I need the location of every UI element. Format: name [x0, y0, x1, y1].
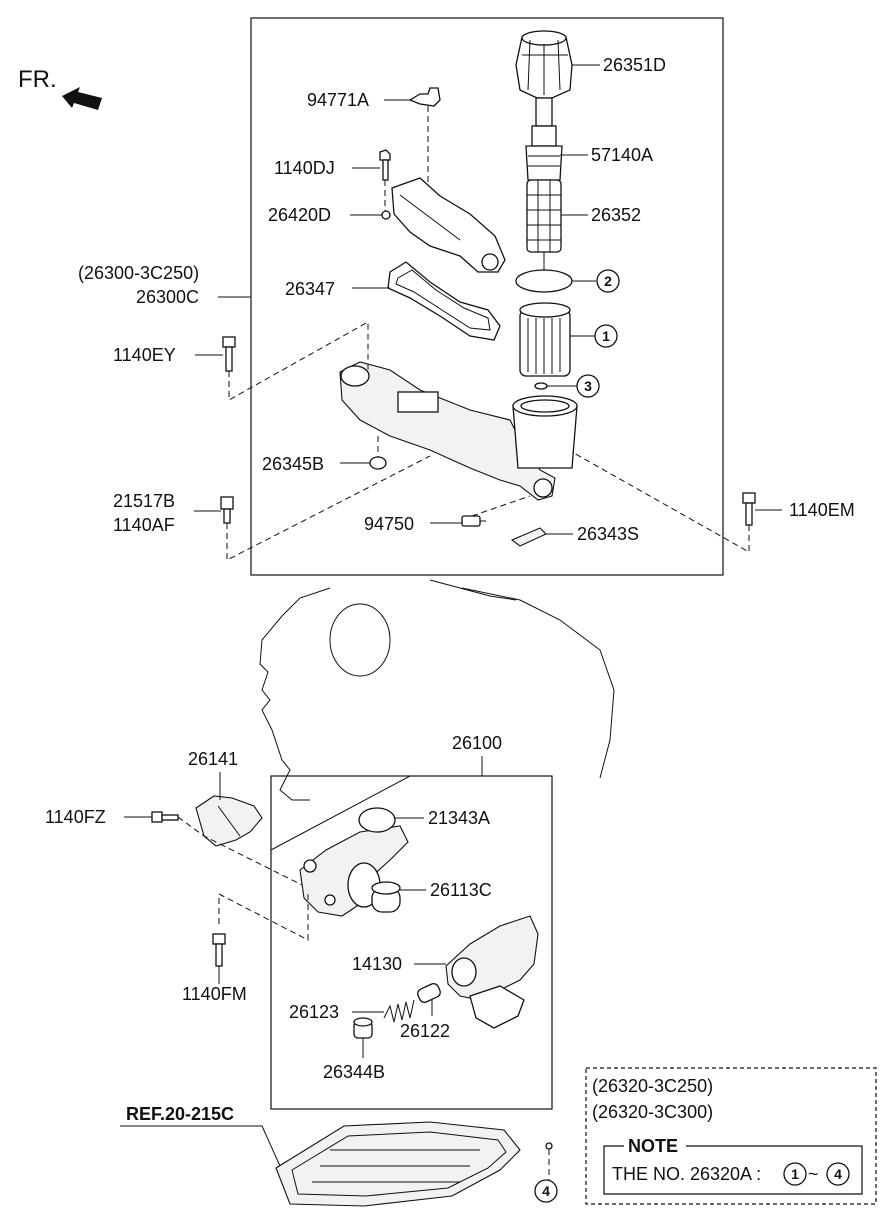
- ring-26113c: [371, 881, 401, 913]
- o-ring-2: [515, 269, 573, 293]
- oil-pan: [275, 1121, 521, 1207]
- label-26347: 26347: [285, 279, 335, 299]
- cover-gasket: [387, 261, 501, 341]
- note-range-end-icon: [826, 1162, 850, 1186]
- engine-block-outline: [259, 579, 615, 801]
- callout-1: 1: [602, 328, 610, 344]
- label-26344B: 26344B: [323, 1062, 385, 1082]
- oil-pressure-sensor: [461, 515, 486, 527]
- label-1140EY: 1140EY: [113, 345, 176, 365]
- front-direction-label: FR.: [18, 66, 57, 93]
- label-57140A: 57140A: [591, 145, 653, 165]
- label-26123: 26123: [289, 1002, 339, 1022]
- oil-strainer-housing: [445, 915, 539, 1029]
- drain-washer: [545, 1142, 553, 1150]
- note-ref-1: (26320-3C250): [592, 1076, 713, 1096]
- reference-label: REF.20-215C: [126, 1104, 234, 1124]
- label-26352: 26352: [591, 205, 641, 225]
- note-range-start: 1: [791, 1166, 799, 1182]
- label-14130: 14130: [352, 954, 402, 974]
- label-1140FZ: 1140FZ: [45, 807, 106, 827]
- bolt-21517b: [220, 496, 234, 524]
- bolt-1140ey: [222, 336, 236, 372]
- label-26343S: 26343S: [577, 524, 639, 544]
- label-26100: 26100: [452, 733, 502, 753]
- note-ref-2: (26320-3C300): [592, 1102, 713, 1122]
- oil-filter-cap: [515, 30, 573, 127]
- relief-plunger: [417, 983, 441, 1003]
- bolt-1140em: [742, 492, 756, 526]
- label-26345B: 26345B: [262, 454, 324, 474]
- callout-2: 2: [604, 273, 612, 289]
- gasket-26343s: [510, 527, 547, 547]
- filter-housing-cover: [391, 177, 506, 273]
- relief-spring: [383, 999, 415, 1023]
- callout-3: 3: [584, 378, 592, 394]
- label-26122: 26122: [400, 1021, 450, 1041]
- oil-filter-housing: [339, 361, 556, 501]
- label-1140AF: 1140AF: [113, 515, 175, 535]
- note-title: NOTE: [628, 1136, 678, 1156]
- label-21343A: 21343A: [428, 808, 490, 828]
- upper-assembly-ref-2: 26300C: [136, 287, 199, 307]
- label-94750: 94750: [364, 514, 414, 534]
- label-26351D: 26351D: [603, 55, 666, 75]
- bolt-1140fm: [212, 933, 226, 967]
- note-range-end: 4: [834, 1166, 842, 1182]
- o-ring-3: [534, 382, 548, 390]
- label-26141: 26141: [188, 749, 238, 769]
- filter-cup: [512, 395, 578, 469]
- bolt-1140fz: [151, 811, 179, 823]
- relief-plug: [353, 1017, 373, 1039]
- plug-26345b: [369, 456, 387, 470]
- label-1140DJ: 1140DJ: [274, 158, 335, 178]
- label-21517B: 21517B: [113, 491, 175, 511]
- callout-4-icon: [534, 1179, 558, 1203]
- pump-cover: [195, 795, 263, 847]
- filter-element: [519, 302, 571, 377]
- callout-3-icon: [576, 374, 600, 398]
- label-94771A: 94771A: [307, 90, 369, 110]
- oil-seal-21343a: [358, 807, 396, 833]
- label-26420D: 26420D: [268, 205, 331, 225]
- filter-stem: [525, 125, 563, 181]
- label-1140EM: 1140EM: [789, 500, 855, 520]
- upper-assembly-ref-1: (26300-3C250): [78, 263, 199, 283]
- front-arrow-icon: [62, 87, 102, 110]
- label-26113C: 26113C: [430, 880, 492, 900]
- filter-mesh: [526, 179, 562, 282]
- callout-2-icon: [596, 269, 620, 293]
- bolt-1140dj: [379, 149, 391, 181]
- note-inner-box: [603, 1145, 863, 1195]
- note-text: THE NO. 26320A :: [612, 1164, 761, 1184]
- note-tilde: ~: [808, 1164, 819, 1184]
- note-range-start-icon: [783, 1162, 807, 1186]
- callout-1-icon: [594, 324, 618, 348]
- sensor-clip: [408, 87, 441, 107]
- label-1140FM: 1140FM: [182, 984, 247, 1004]
- note-outer-box: [585, 1067, 877, 1205]
- callout-4: 4: [542, 1183, 550, 1199]
